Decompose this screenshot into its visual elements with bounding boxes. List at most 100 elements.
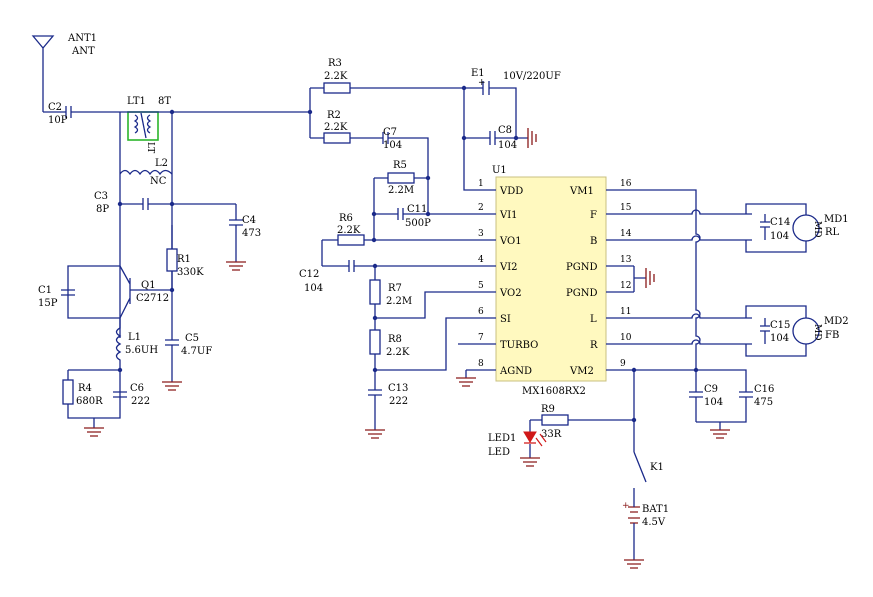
wire-r: [634, 339, 746, 345]
svg-text:+: +: [622, 501, 630, 511]
c13-ref: C13: [388, 383, 408, 394]
pin-1-name: VDD: [499, 186, 523, 197]
md2-dir: FB: [825, 330, 839, 341]
pin-6-name: SI: [500, 314, 511, 325]
q1-value: C2712: [136, 293, 169, 304]
motor-md1: [745, 203, 820, 253]
bat1-ref: BAT1: [642, 504, 669, 515]
vm2-rail: [633, 369, 747, 448]
pin-8-num: 8: [478, 359, 484, 369]
e1-ref: E1: [471, 68, 485, 79]
bat1-value: 4.5V: [642, 517, 666, 528]
k1-ref: K1: [650, 462, 664, 473]
capacitor-c5: [162, 290, 182, 391]
c8-value: 104: [498, 140, 517, 151]
c3-ref: C3: [94, 191, 108, 202]
capacitor-c9: [689, 391, 703, 422]
c1-value: 15P: [38, 298, 58, 309]
md2-ref: MD2: [824, 316, 849, 327]
pin-7-name: TURBO: [500, 340, 538, 351]
c6-ref: C6: [130, 383, 144, 394]
r1-ref: R1: [177, 254, 191, 265]
capacitor-c1: [61, 289, 75, 296]
resistor-r2: [323, 132, 383, 144]
md1-inner-label: MD: [812, 221, 822, 237]
l1-ref: L1: [128, 332, 141, 343]
switch-k1: [633, 448, 647, 502]
transistor-q1: [67, 265, 172, 319]
pin-11-name: L: [590, 314, 597, 325]
c16-value: 475: [754, 397, 773, 408]
svg-text:+: +: [478, 78, 486, 88]
capacitor-c3: [120, 198, 237, 220]
inductor-l2: [119, 169, 173, 176]
pin-15-num: 15: [620, 203, 632, 213]
c5-ref: C5: [185, 333, 199, 344]
r6-value: 2.2K: [337, 225, 361, 236]
c7-ref: C7: [383, 127, 397, 138]
pin-2-name: VI1: [499, 210, 518, 221]
c14-ref: C14: [770, 217, 790, 228]
pin-13-name: PGND: [566, 262, 597, 273]
u1-ref: U1: [492, 165, 507, 176]
pin-11-num: 11: [620, 307, 631, 317]
resistor-r7: [369, 266, 478, 390]
pin-2-num: 2: [478, 203, 484, 213]
pin-1-num: 1: [478, 179, 484, 189]
pin-12-name: PGND: [566, 288, 597, 299]
c11-ref: C11: [407, 204, 427, 215]
pin-8-name: AGND: [499, 366, 532, 377]
battery-bat1: +: [622, 501, 644, 569]
l1-value: 5.6UH: [125, 345, 158, 356]
r8-ref: R8: [388, 334, 402, 345]
c7-value: 104: [383, 140, 402, 151]
c12-ref: C12: [299, 269, 319, 280]
e1-value: 10V/220UF: [503, 71, 561, 82]
resistor-r4: [62, 369, 121, 437]
ic-u1: [478, 176, 634, 382]
main-signal-wire: [172, 87, 324, 139]
lt1-coil-label: LT: [145, 142, 155, 153]
md1-ref: MD1: [824, 214, 849, 225]
c4-ref: C4: [242, 215, 256, 226]
wire-b: [634, 235, 746, 241]
c15-ref: C15: [770, 320, 790, 331]
capacitor-c6: [113, 391, 127, 398]
r9-ref: R9: [541, 404, 555, 415]
q1-ref: Q1: [141, 280, 156, 291]
c3-value: 8P: [96, 204, 109, 215]
resistor-r1: [166, 225, 178, 290]
c12-value: 104: [304, 283, 323, 294]
pin-15-name: F: [590, 210, 597, 221]
wire-l: [634, 313, 746, 319]
l2-ref: L2: [155, 158, 168, 169]
r6-ref: R6: [339, 213, 353, 224]
c14-value: 104: [770, 231, 789, 242]
pin-13-num: 13: [620, 255, 632, 265]
pin-6-num: 6: [478, 307, 484, 317]
r5-value: 2.2M: [388, 185, 414, 196]
pin-10-name: R: [590, 340, 598, 351]
pin-4-name: VI2: [499, 262, 518, 273]
capacitor-e1: +: [464, 78, 517, 138]
capacitor-c2: [43, 106, 120, 118]
led1: [520, 420, 547, 467]
pin-16-name: VM1: [569, 186, 594, 197]
c2-ref: C2: [48, 102, 62, 113]
r2-ref: R2: [327, 110, 341, 121]
pin-5-name: VO2: [499, 288, 522, 299]
capacitor-c11: [374, 208, 478, 220]
ant1-ref: ANT1: [67, 33, 97, 44]
pgnd-ground: [633, 266, 655, 292]
capacitor-c16: [696, 391, 753, 439]
u1-part: MX1608RX2: [522, 386, 586, 397]
c4-value: 473: [242, 228, 261, 239]
pin-9-name: VM2: [569, 366, 594, 377]
c9-value: 104: [704, 397, 723, 408]
l2-value: NC: [150, 176, 167, 187]
pin-12-num: 12: [620, 281, 631, 291]
c16-ref: C16: [754, 384, 774, 395]
r4-ref: R4: [78, 383, 92, 394]
r3-ref: R3: [328, 58, 342, 69]
